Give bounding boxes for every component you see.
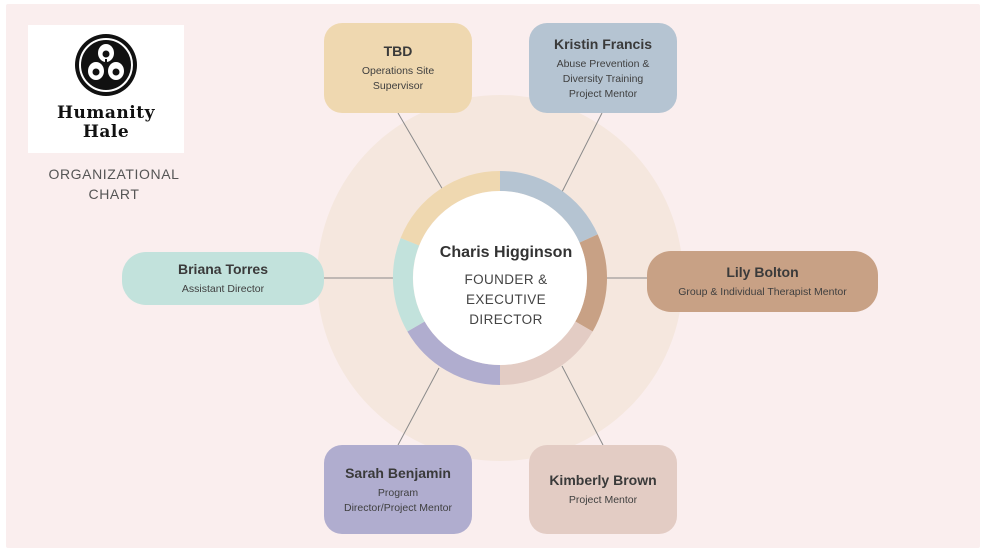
chart-title: ORGANIZATIONAL CHART xyxy=(34,164,194,204)
center-name: Charis Higginson xyxy=(439,244,573,261)
member-role-line: Project Mentor xyxy=(568,494,638,506)
member-card-kristin: Kristin Francis Abuse Prevention & Diver… xyxy=(529,23,677,113)
org-chart-canvas: Humanity Hale ORGANIZATIONAL CHART Chari… xyxy=(6,4,980,548)
connector-sarah xyxy=(397,367,440,446)
member-name: Sarah Benjamin xyxy=(345,464,451,481)
center-node: Charis Higginson FOUNDER & EXECUTIVE DIR… xyxy=(426,242,586,330)
member-role: Abuse Prevention & Diversity Training Pr… xyxy=(557,57,650,102)
logo: Humanity Hale xyxy=(28,25,184,153)
center-title-line: FOUNDER & xyxy=(464,272,548,287)
member-role-line: Project Mentor xyxy=(568,87,638,100)
center-disk xyxy=(413,191,587,365)
center-title: FOUNDER & EXECUTIVE DIRECTOR xyxy=(426,270,586,330)
member-role-line: Group & Individual Therapist Mentor xyxy=(678,286,847,298)
member-role: Group & Individual Therapist Mentor xyxy=(678,285,846,300)
member-role: Program Director/Project Mentor xyxy=(344,486,452,516)
connector-lines xyxy=(324,112,647,446)
connector-kristin xyxy=(561,112,603,193)
member-role-line: Operations Site xyxy=(361,65,435,77)
member-role-line: Assistant Director xyxy=(181,283,265,295)
chart-title-line2: CHART xyxy=(88,186,140,202)
ring-segment-briana xyxy=(392,237,425,332)
logo-wordmark-line1: Humanity xyxy=(57,103,155,123)
logo-wordmark-line2: Hale xyxy=(82,122,130,142)
ring-segment-tbd xyxy=(400,170,501,246)
member-name: Briana Torres xyxy=(178,261,268,277)
center-title-line: DIRECTOR xyxy=(469,312,543,327)
member-name: TBD xyxy=(383,43,413,59)
connector-kimberly xyxy=(561,365,604,446)
member-role: Assistant Director xyxy=(182,282,264,297)
ring-segment-kimberly xyxy=(499,321,593,385)
member-name: Kimberly Brown xyxy=(549,472,657,488)
org-chart-diagram xyxy=(317,95,683,461)
member-name: Kristin Francis xyxy=(553,35,653,52)
member-card-sarah: Sarah Benjamin Program Director/Project … xyxy=(324,445,472,534)
center-title-line: EXECUTIVE xyxy=(465,292,547,307)
ring-segments xyxy=(392,170,607,385)
member-card-lily: Lily Bolton Group & Individual Therapist… xyxy=(647,251,878,312)
member-card-kimberly: Kimberly Brown Project Mentor xyxy=(529,445,677,534)
chart-title-line1: ORGANIZATIONAL xyxy=(48,166,180,182)
ring-segment-sarah xyxy=(407,321,501,385)
member-card-tbd: TBD Operations Site Supervisor xyxy=(324,23,472,113)
member-role-line: Director/Project Mentor xyxy=(344,501,452,514)
member-role: Project Mentor xyxy=(569,493,637,508)
member-name: Lily Bolton xyxy=(726,264,799,280)
connector-tbd xyxy=(397,112,444,191)
member-role-line: Supervisor xyxy=(372,80,424,92)
member-role-line: Program xyxy=(377,486,419,499)
member-role: Operations Site Supervisor xyxy=(362,64,434,94)
member-role-line: Diversity Training xyxy=(562,72,644,85)
crest-icon xyxy=(75,34,137,96)
member-role-line: Abuse Prevention & xyxy=(556,57,650,70)
member-card-briana: Briana Torres Assistant Director xyxy=(122,252,324,305)
ring-segment-lily xyxy=(575,234,607,332)
ring-segment-kristin xyxy=(499,171,598,243)
